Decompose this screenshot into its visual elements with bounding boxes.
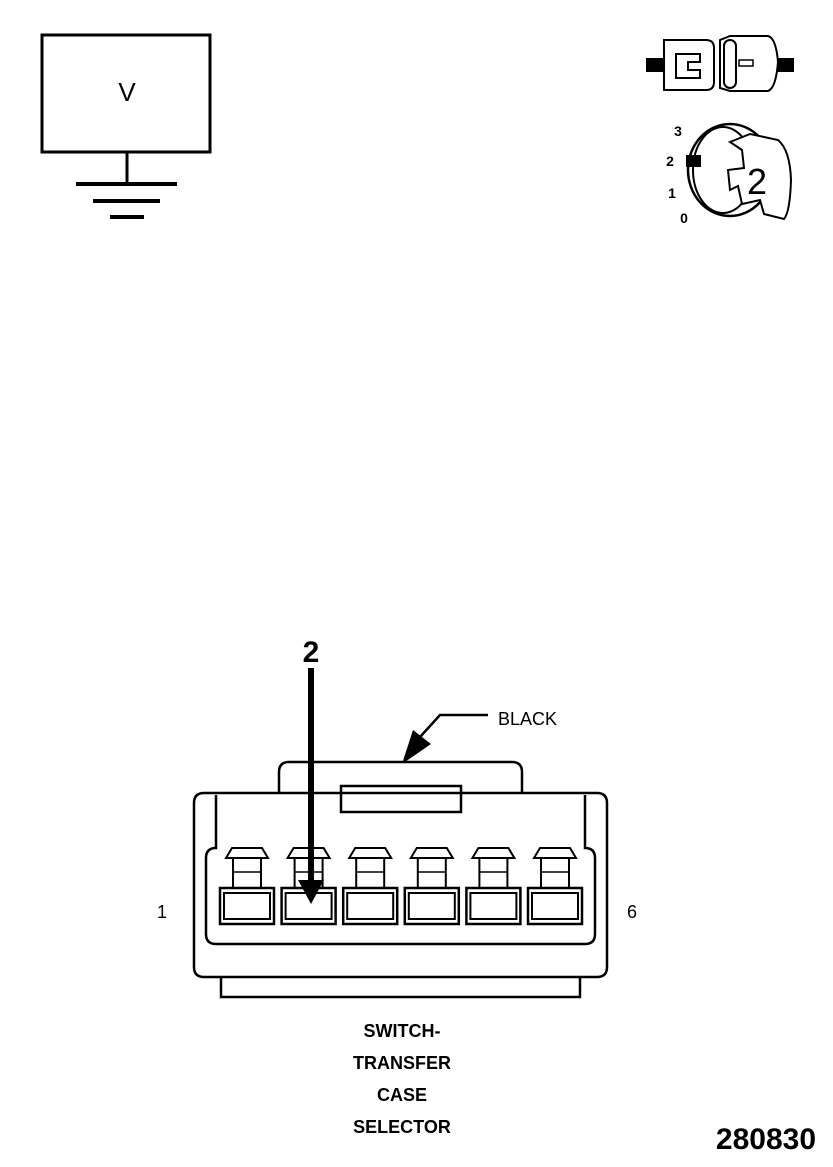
- cavity-3: [341, 847, 399, 926]
- cavity-4: [403, 847, 461, 926]
- ignition-position-1: 1: [668, 185, 676, 201]
- color-callout-arrow: [402, 713, 488, 764]
- pin-6-label: 6: [627, 902, 637, 922]
- cavity-6: [526, 847, 584, 926]
- voltmeter-symbol-icon: V: [40, 33, 212, 219]
- connector-body: [192, 760, 609, 999]
- ignition-position-2: 2: [666, 153, 674, 169]
- ignition-key-icon: 3 2 1 0 2: [666, 122, 793, 226]
- ignition-position-3: 3: [674, 123, 682, 139]
- voltmeter-label: V: [118, 77, 136, 107]
- connector-name-line-3: CASE: [377, 1085, 427, 1105]
- ignition-key-position: 2: [747, 161, 767, 202]
- connector-disconnect-icon: [646, 35, 794, 92]
- connector-name-line-1: SWITCH-: [364, 1021, 441, 1041]
- connector-cavities: [218, 847, 584, 926]
- cavity-1: [218, 847, 276, 926]
- ground-symbol-icon: [76, 182, 177, 219]
- connector-name-line-2: TRANSFER: [353, 1053, 451, 1073]
- connector-name-line-4: SELECTOR: [353, 1117, 451, 1137]
- figure-id: 280830: [716, 1123, 816, 1156]
- probe-arrow-icon: [298, 668, 324, 904]
- pin-1-label: 1: [157, 902, 167, 922]
- cavity-5: [465, 847, 522, 926]
- connector-color-label: BLACK: [498, 709, 557, 729]
- ignition-position-0: 0: [680, 210, 688, 226]
- probe-pin-label: 2: [303, 636, 320, 669]
